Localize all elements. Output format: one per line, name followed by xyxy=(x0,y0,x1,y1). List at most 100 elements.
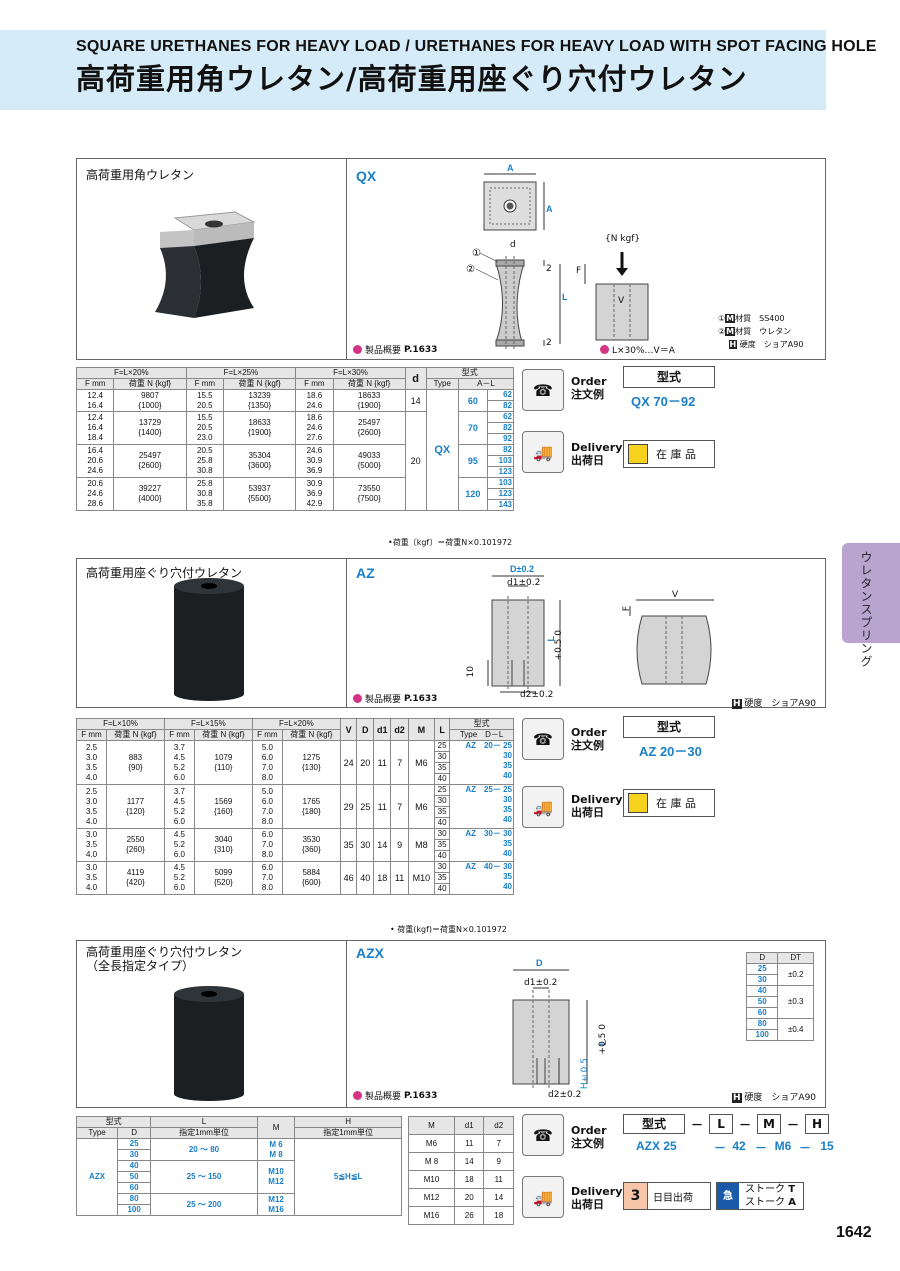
qx-dimension-diagram: ① ② xyxy=(466,173,649,350)
table-row: 40 xyxy=(77,883,514,895)
table-cell: M6 xyxy=(408,1134,455,1153)
table-cell: 14 xyxy=(373,828,392,862)
table-cell: 1177{120} xyxy=(106,784,165,829)
table-cell: 30 xyxy=(433,828,451,840)
az-spec-table: F=L×10% F=L×15% F=L×20% V D d1 d2 M L 型式… xyxy=(76,718,514,895)
table-cell: 14 xyxy=(453,1152,485,1171)
table-cell: 18 xyxy=(483,1206,514,1225)
table-cell: 18633{1900} xyxy=(332,389,406,412)
table-row: 40 xyxy=(77,850,514,862)
azx-order-header: 型式－ L－ M－ H xyxy=(623,1114,830,1134)
table-cell: 20 xyxy=(404,411,427,511)
azx-dimension-diagram xyxy=(512,969,588,1088)
table-cell: 7 xyxy=(390,740,409,785)
qx-material-3: H 硬度 ショアA90 xyxy=(728,340,804,349)
azx-ref-link[interactable]: 製品概要 P.1633 xyxy=(353,1089,437,1102)
table-cell: 14 xyxy=(404,389,427,412)
table-cell: 20 xyxy=(356,740,375,785)
table-cell: 40 xyxy=(433,817,451,829)
qx-ref-link[interactable]: 製品概要 P.1633 xyxy=(353,343,437,356)
qx-product-image xyxy=(155,211,256,318)
table-cell: 9807{1000} xyxy=(113,389,187,412)
table-cell: M6 xyxy=(407,784,435,829)
overview-icon xyxy=(353,345,362,354)
table-cell: 11 xyxy=(373,740,392,785)
table-cell: 9 xyxy=(483,1152,514,1171)
az-order-example: AZ 20－30 xyxy=(639,744,702,759)
table-cell: 883{90} xyxy=(106,740,165,785)
svg-text:②: ② xyxy=(466,264,475,275)
table-cell: 26 xyxy=(453,1206,485,1225)
table-cell: M12 xyxy=(408,1188,455,1207)
azx-model-label: AZX xyxy=(356,945,384,961)
azx-dim-d2: d2±0.2 xyxy=(548,1090,582,1100)
table-cell: M8 xyxy=(407,828,435,862)
az-title: 高荷重用座ぐり穴付ウレタン xyxy=(86,566,243,580)
table-cell: 13239{1350} xyxy=(222,389,297,412)
az-hardness: H 硬度 ショアA90 xyxy=(732,699,817,709)
table-cell: 82 xyxy=(486,444,515,456)
table-cell: 25 xyxy=(433,740,451,752)
table-cell: 35 xyxy=(433,872,451,884)
azx-divider xyxy=(346,940,347,1108)
express-icon: 急 xyxy=(717,1183,739,1209)
table-cell: 73550{7500} xyxy=(332,477,406,511)
table-cell: 5099{520} xyxy=(193,861,253,895)
az-dim-d: D±0.2 xyxy=(510,564,534,574)
qx-dim-nkgf: {N kgf} xyxy=(605,234,641,244)
azx-spec-table: 型式 L M H Type D 指定1mm単位 指定1mm単位 AZX 25 2… xyxy=(75,1116,402,1216)
table-cell: M10 xyxy=(407,861,435,895)
table-cell: 14 xyxy=(483,1188,514,1207)
table-cell: 11 xyxy=(483,1170,514,1189)
table-cell: 4119{420} xyxy=(106,861,165,895)
table-cell: M6 xyxy=(407,740,435,785)
qx-load-note: •荷重〔kgf〕＝荷重N×0.101972 xyxy=(388,538,513,547)
table-cell: 49033{5000} xyxy=(332,444,406,478)
table-cell: 35 xyxy=(433,762,451,774)
az-ref-link[interactable]: 製品概要 P.1633 xyxy=(353,692,437,705)
table-cell: 3040{310} xyxy=(193,828,253,862)
phone-icon: ☎ xyxy=(522,718,564,760)
qx-material-1: ①M材質 SS400 xyxy=(718,314,785,323)
qx-dim-d: d xyxy=(510,240,516,250)
truck-icon: 🚚 xyxy=(522,1176,564,1218)
table-cell: 120 xyxy=(458,477,488,511)
table-cell: 62 xyxy=(486,411,515,423)
table-cell: 7 xyxy=(483,1134,514,1153)
cond-icon xyxy=(600,345,609,354)
az-load-note: • 荷重(kgf)＝荷重N×0.101972 xyxy=(390,925,507,934)
table-cell: M10 xyxy=(408,1170,455,1189)
az-model-header: 型式 xyxy=(623,716,715,738)
header-band xyxy=(0,30,826,110)
azx-order-example: AZX 25－ 42－ M6－ 15 xyxy=(636,1139,834,1155)
table-cell: 53937{5500} xyxy=(222,477,297,511)
table-row: 143 xyxy=(77,499,515,511)
side-tab[interactable] xyxy=(842,543,900,643)
stock-cube-icon xyxy=(628,793,648,813)
page-title-en: SQUARE URETHANES FOR HEAVY LOAD / URETHA… xyxy=(76,38,877,55)
page-title-jp: 高荷重用角ウレタン/高荷重用座ぐり穴付ウレタン xyxy=(76,62,748,96)
table-cell: 2550{260} xyxy=(106,828,165,862)
